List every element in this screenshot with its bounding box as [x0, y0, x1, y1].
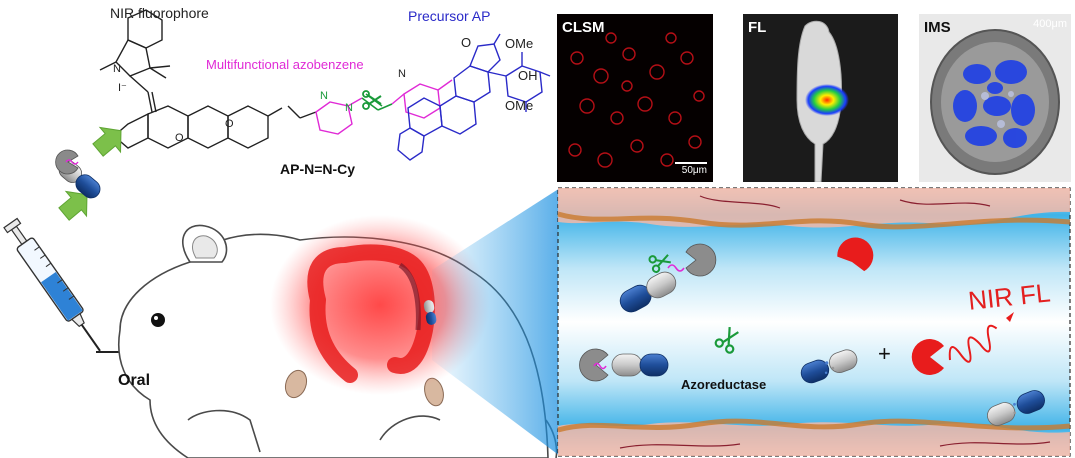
chem-azobenzene: [315, 79, 453, 135]
chem-oh: OH: [518, 68, 538, 83]
chem-iodide: I⁻: [118, 82, 127, 94]
nir-wave: [948, 324, 998, 363]
panel-title-fl: FL: [748, 19, 767, 36]
chem-ome-top: OMe: [505, 36, 534, 51]
capsule-icon-broken-2: [987, 390, 1045, 426]
azoreductase-label: Azoreductase: [681, 377, 767, 392]
pacman-probe-icon-2: [685, 243, 717, 277]
ims-panel: IMS 400μm: [919, 14, 1071, 182]
red-pacman-icon: [837, 237, 874, 272]
paw-front: [284, 369, 308, 399]
pacman-probe-icon: [55, 149, 79, 175]
red-pacman-active-icon: [911, 339, 944, 375]
arrow-icon-1: [92, 126, 122, 157]
clsm-image: [568, 32, 705, 168]
chem-lactone-o: O: [461, 35, 472, 50]
clsm-panel: CLSM 50μm: [557, 14, 713, 182]
vessel-panel: [557, 187, 1071, 457]
compound-name: AP-N=N-Cy: [280, 161, 356, 177]
fl-image: [796, 20, 849, 182]
scale-bar-clsm: [675, 162, 707, 164]
chem-ether-o: O: [175, 132, 184, 144]
precursor-label: Precursor AP: [408, 8, 491, 24]
nir-fluorophore-label: NIR fluorophore: [110, 5, 209, 21]
chem-azo-n1: N: [320, 90, 328, 102]
scale-label-ims: 400μm: [1033, 18, 1067, 30]
chem-precursor: [397, 33, 551, 161]
ims-image: [930, 29, 1060, 175]
panel-title-ims: IMS: [924, 19, 951, 36]
scissors-icon-azoreductase: [714, 327, 739, 354]
chem-ome-bottom: OMe: [505, 98, 534, 113]
capsule-icon-vessel-1: [619, 271, 677, 313]
chem-azo-n2: N: [345, 102, 353, 114]
chem-scissors-icon: [362, 90, 382, 110]
syringe-icon: [3, 217, 101, 352]
chem-linker-o: O: [225, 118, 234, 130]
arrow-icon-2: [58, 190, 88, 221]
zoom-beam: [432, 188, 560, 456]
scale-label-clsm: 50μm: [681, 165, 707, 176]
chem-nh: N: [398, 68, 406, 80]
capsule-icon-broken-1: [800, 349, 858, 384]
oral-label: Oral: [118, 372, 151, 389]
colon: [307, 244, 435, 383]
chem-fluorophore: [99, 9, 317, 149]
plus-sign: +: [878, 341, 891, 366]
capsule-icon-vessel-2: [611, 353, 669, 377]
mouse-eye: [151, 313, 165, 327]
azobenzene-label: Multifunctional azobenzene: [206, 57, 364, 72]
panel-title-clsm: CLSM: [562, 19, 605, 36]
chem-n-plus: N: [113, 63, 121, 75]
scissors-icon-1: [648, 254, 671, 273]
fl-panel: FL: [743, 14, 898, 182]
